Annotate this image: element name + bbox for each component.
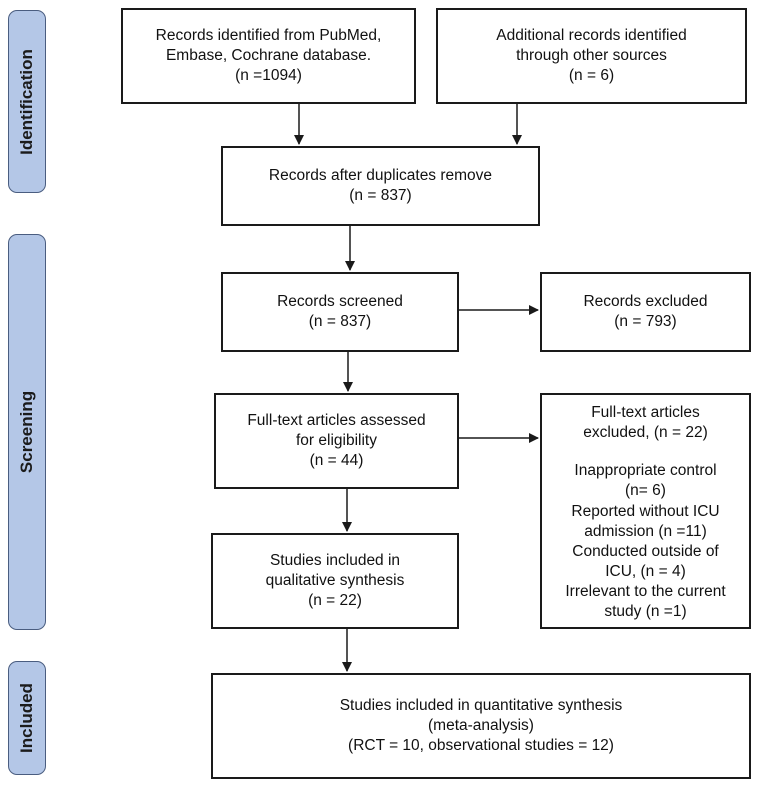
box-records-databases: Records identified from PubMed, Embase, … <box>121 8 416 104</box>
fulltext-excluded-heading: Full-text articles excluded, (n = 22) <box>583 404 708 442</box>
phase-screening-label: Screening <box>17 390 36 474</box>
box-records-databases-text: Records identified from PubMed, Embase, … <box>155 26 382 85</box>
box-records-excluded: Records excluded (n = 793) <box>540 272 751 352</box>
box-qualitative-synthesis-text: Studies included in qualitative synthesi… <box>265 551 405 610</box>
phase-identification-label: Identification <box>17 48 36 155</box>
box-after-duplicates: Records after duplicates remove (n = 837… <box>221 146 540 226</box>
exclusion-reason: Conducted outside of ICU, (n = 4) <box>572 542 719 580</box>
phase-included: Included <box>8 661 46 775</box>
box-fulltext-assessed-text: Full-text articles assessed for eligibil… <box>247 411 426 470</box>
exclusion-reason: Reported without ICU admission (n =11) <box>571 502 720 540</box>
box-records-screened: Records screened (n = 837) <box>221 272 459 352</box>
exclusion-reason: Inappropriate control (n= 6) <box>574 462 717 500</box>
box-after-duplicates-text: Records after duplicates remove (n = 837… <box>268 166 493 204</box>
box-fulltext-excluded: Full-text articles excluded, (n = 22) In… <box>540 393 751 629</box>
box-qualitative-synthesis: Studies included in qualitative synthesi… <box>211 533 459 629</box>
box-records-other-sources: Additional records identified through ot… <box>436 8 747 104</box>
box-records-excluded-text: Records excluded (n = 793) <box>583 292 708 330</box>
box-quantitative-synthesis-text: Studies included in quantitative synthes… <box>339 696 623 755</box>
exclusion-reason: Irrelevant to the current study (n =1) <box>565 583 726 621</box>
box-records-screened-text: Records screened (n = 837) <box>277 292 403 330</box>
phase-included-label: Included <box>17 683 36 753</box>
box-quantitative-synthesis: Studies included in quantitative synthes… <box>211 673 751 779</box>
box-records-other-sources-text: Additional records identified through ot… <box>496 26 687 85</box>
box-fulltext-assessed: Full-text articles assessed for eligibil… <box>214 393 459 489</box>
phase-screening: Screening <box>8 234 46 630</box>
phase-identification: Identification <box>8 10 46 193</box>
